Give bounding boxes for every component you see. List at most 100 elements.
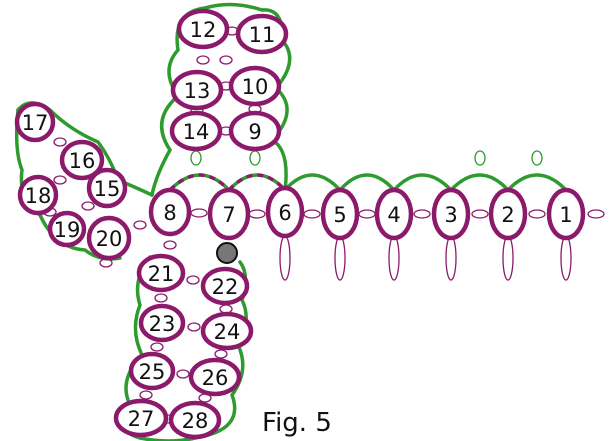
chain-arc-8-7: [168, 173, 231, 192]
chain-arc-3-4: [392, 173, 453, 192]
ring-24-outline: [200, 311, 254, 351]
ring-13: 13: [170, 69, 224, 111]
ring-17-number: 17: [22, 111, 49, 135]
ring-26-number: 26: [202, 366, 229, 390]
ring-13-number: 13: [184, 79, 211, 103]
ring-11-number: 11: [249, 23, 276, 47]
ring-12-outline: [176, 8, 230, 50]
ring-1: 1: [546, 187, 586, 241]
ring-picot-long: [560, 235, 572, 281]
ring-picot-long: [388, 235, 400, 281]
ring-19-outline: [47, 210, 87, 248]
ring-27-outline: [113, 398, 169, 438]
ring-10: 10: [228, 65, 282, 107]
join-picot: [587, 209, 605, 219]
ring-7: 7: [207, 187, 251, 241]
ring-19: 19: [47, 210, 87, 248]
ring-27: 27: [113, 398, 169, 438]
ring-8-outline: [148, 187, 192, 237]
ring-24: 24: [200, 311, 254, 351]
join-picot: [358, 209, 376, 219]
ring-21-number: 21: [148, 262, 175, 286]
chain-arc-5-6: [283, 173, 342, 192]
chain-arc-7-6: [227, 173, 287, 192]
ring-23-number: 23: [149, 312, 176, 336]
ring-16-outline: [59, 139, 105, 181]
chain-arc-1-2: [506, 173, 568, 192]
ring-9-number: 9: [248, 120, 261, 144]
ring-17: 17: [14, 101, 56, 143]
ring-17-outline: [14, 101, 56, 143]
join-picot: [471, 209, 489, 219]
join-picot: [53, 137, 67, 147]
ring-2-outline: [488, 187, 528, 241]
ring-picot-long: [279, 235, 291, 281]
ring-6-outline: [265, 185, 305, 239]
join-picot: [133, 220, 147, 230]
ring-22-outline: [200, 266, 250, 306]
ring-14-outline: [169, 110, 223, 152]
join-picot: [190, 208, 208, 218]
figure-caption: Fig. 5: [262, 408, 332, 438]
ring-20-number: 20: [96, 227, 123, 251]
ring-8: 8: [148, 187, 192, 237]
ring-25: 25: [128, 351, 176, 391]
join-picot: [53, 175, 67, 185]
ring-23: 23: [138, 303, 186, 343]
ring-4-number: 4: [387, 203, 400, 227]
ring-1-outline: [546, 187, 586, 241]
chain-arc-4-5: [338, 173, 396, 192]
join-picot: [176, 369, 190, 379]
bead-marker: [216, 242, 238, 264]
ring-19-number: 19: [54, 218, 81, 242]
ring-25-outline: [128, 351, 176, 391]
ring-21: 21: [136, 253, 186, 293]
ring-3: 3: [431, 187, 471, 241]
ring-25-number: 25: [139, 360, 166, 384]
join-picot: [214, 349, 228, 359]
join-picot: [186, 275, 200, 285]
ring-14-number: 14: [183, 120, 210, 144]
ring-13-outline: [170, 69, 224, 111]
ring-5: 5: [320, 187, 360, 241]
chain-top-cap: [203, 2, 264, 12]
ring-26: 26: [188, 357, 242, 397]
ring-12: 12: [176, 8, 230, 50]
ring-1-number: 1: [559, 203, 572, 227]
join-picot: [528, 209, 546, 219]
ring-2: 2: [488, 187, 528, 241]
ring-26-outline: [188, 357, 242, 397]
join-picot: [219, 55, 233, 65]
ring-5-outline: [320, 187, 360, 241]
join-picot: [413, 209, 431, 219]
ring-18: 18: [17, 174, 59, 216]
ring-22: 22: [200, 266, 250, 306]
chain-picot: [249, 150, 261, 166]
join-picot: [150, 342, 164, 352]
chain-picot: [190, 150, 202, 166]
ring-14: 14: [169, 110, 223, 152]
ring-6: 6: [265, 185, 305, 239]
join-picot: [154, 293, 168, 303]
join-picot: [248, 209, 266, 219]
ring-7-outline: [207, 187, 251, 241]
ring-4-outline: [374, 187, 414, 241]
ring-3-outline: [431, 187, 471, 241]
join-picot: [81, 201, 95, 211]
join-picot: [196, 55, 210, 65]
join-picot: [139, 390, 153, 400]
ring-5-number: 5: [333, 203, 346, 227]
chain-picot: [531, 150, 543, 166]
ring-10-outline: [228, 65, 282, 107]
ring-18-outline: [17, 174, 59, 216]
join-picot: [163, 240, 177, 250]
ring-11-outline: [235, 13, 289, 55]
ring-6-number: 6: [278, 201, 291, 225]
ring-4: 4: [374, 187, 414, 241]
ring-24-number: 24: [214, 320, 241, 344]
ring-20: 20: [86, 215, 132, 261]
ring-28-number: 28: [182, 409, 209, 433]
ring-15-number: 15: [94, 177, 121, 201]
ring-16-number: 16: [69, 149, 96, 173]
ring-10-number: 10: [242, 75, 269, 99]
